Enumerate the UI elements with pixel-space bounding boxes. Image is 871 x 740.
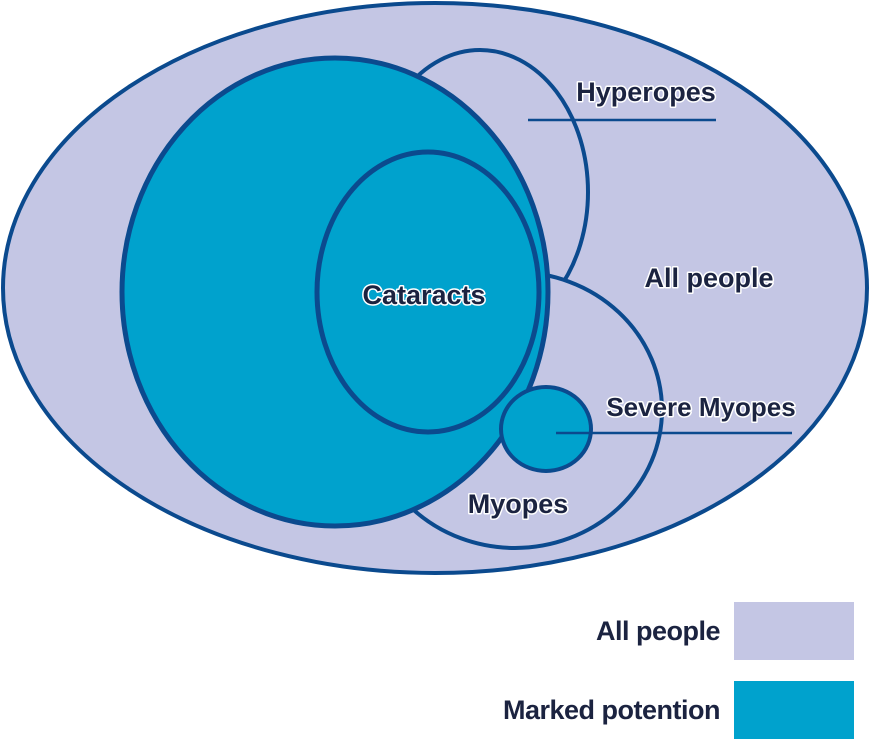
cataracts-label: Cataracts [362,280,485,310]
legend-swatch [734,681,854,739]
hyperopes-label: Hyperopes [576,77,716,107]
legend-label: All people [595,615,721,646]
severe-myopes-region [499,385,593,473]
all-people-label: All people [644,263,773,293]
legend-item-all-people: All people [596,602,854,660]
legend-item-marked-potention: Marked potention [503,681,854,739]
legend-swatch [734,602,854,660]
myopes-label: Myopes [468,489,569,519]
legend-label: Marked potention [502,694,721,725]
severe-myopes-label: Severe Myopes [606,392,795,422]
cataracts-region [314,149,542,435]
